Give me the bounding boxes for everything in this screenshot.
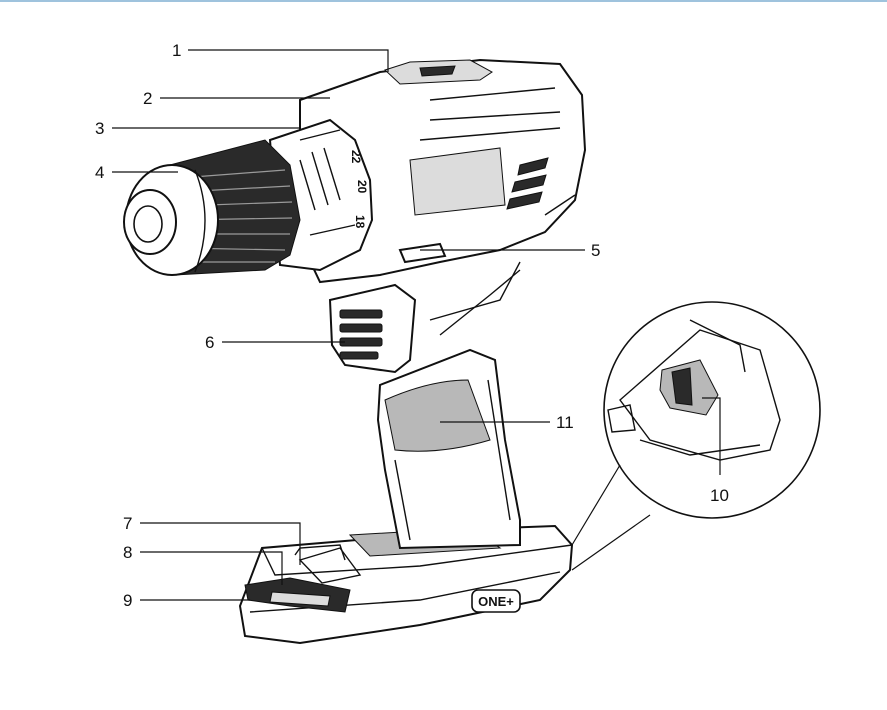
callout-8: 8 [123, 543, 132, 562]
direction-switch [398, 242, 447, 264]
housing-window [409, 147, 506, 216]
callout-5: 5 [591, 241, 600, 260]
inset-leader-bottom [571, 514, 651, 571]
dial-number-22: 22 [349, 150, 363, 164]
callout-6: 6 [205, 333, 214, 352]
leader-8 [140, 551, 283, 585]
top-border-rule [0, 0, 887, 2]
callout-4: 4 [95, 163, 104, 182]
brand-badge [471, 589, 521, 613]
callout-9: 9 [123, 591, 132, 610]
callout-10: 10 [710, 486, 729, 505]
chuck [123, 139, 301, 276]
leader-lines [112, 49, 721, 601]
handle [376, 261, 521, 550]
dial-number-18: 18 [353, 215, 367, 229]
inset-leader-top [571, 464, 621, 546]
callout-11: 11 [556, 413, 574, 432]
trigger [328, 283, 417, 374]
leader-7 [140, 522, 301, 565]
handle-grip-pad [384, 379, 491, 452]
leader-1 [188, 49, 389, 72]
callout-7: 7 [123, 514, 132, 533]
callout-2: 2 [143, 89, 152, 108]
leader-10 [702, 397, 721, 475]
motor-housing [299, 58, 587, 284]
inset-circle [603, 301, 821, 519]
callout-labels: 1 2 3 4 5 6 7 8 9 10 11 [95, 41, 729, 610]
detail-inset [571, 301, 821, 571]
callout-3: 3 [95, 119, 104, 138]
dial-number-20: 20 [355, 180, 369, 194]
callout-1: 1 [172, 41, 181, 60]
brand-badge-text: ONE+ [478, 594, 514, 609]
